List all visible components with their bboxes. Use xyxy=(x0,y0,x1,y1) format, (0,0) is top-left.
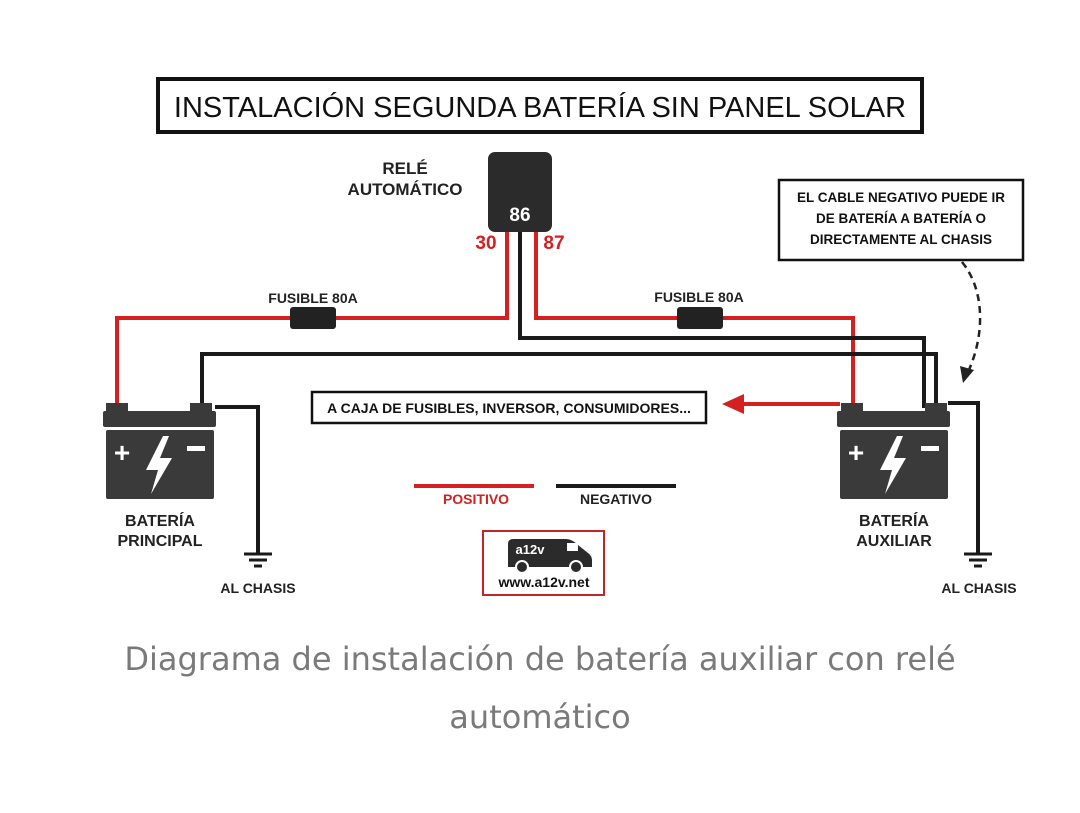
note-line1: EL CABLE NEGATIVO PUEDE IR xyxy=(797,190,1005,205)
relay-terminal-30: 30 xyxy=(475,233,496,254)
consumers-label: A CAJA DE FUSIBLES, INVERSOR, CONSUMIDOR… xyxy=(327,400,691,416)
battery-aux-label-line1: BATERÍA xyxy=(859,511,929,530)
svg-text:+: + xyxy=(114,437,130,468)
logo-brand: a12v xyxy=(516,542,546,557)
positive-wires xyxy=(115,229,855,408)
ground-right-label: AL CHASIS xyxy=(941,580,1016,596)
relay-terminal-86: 86 xyxy=(509,205,530,226)
battery-main-label-line2: PRINCIPAL xyxy=(117,533,202,550)
caption-line2: automático xyxy=(449,698,631,736)
ground-icon-right xyxy=(964,552,992,568)
wiring-diagram: INSTALACIÓN SEGUNDA BATERÍA SIN PANEL SO… xyxy=(103,77,1025,596)
note-line3: DIRECTAMENTE AL CHASIS xyxy=(810,232,992,247)
ground-icon-left xyxy=(244,552,272,568)
ground-left-label: AL CHASIS xyxy=(220,580,295,596)
fuse-right xyxy=(677,307,723,329)
battery-aux-label-line2: AUXILIAR xyxy=(856,533,932,550)
note-dashed-arrow xyxy=(961,261,982,373)
negative-wires xyxy=(200,229,980,553)
battery-main-label-line1: BATERÍA xyxy=(125,511,195,530)
consumers-box xyxy=(310,390,708,425)
diagram-title: INSTALACIÓN SEGUNDA BATERÍA SIN PANEL SO… xyxy=(174,91,906,124)
svg-text:+: + xyxy=(848,437,864,468)
note-box xyxy=(777,178,1025,262)
title-box xyxy=(156,77,924,134)
legend-positive-label: POSITIVO xyxy=(443,491,509,507)
note-arrow-head xyxy=(960,366,974,383)
figure-caption: Diagrama de instalación de batería auxil… xyxy=(60,630,1020,746)
relay-terminal-87: 87 xyxy=(543,233,564,254)
relay-label-line2: AUTOMÁTICO xyxy=(348,180,463,199)
caption-line1: Diagrama de instalación de batería auxil… xyxy=(124,640,956,678)
battery-aux: + xyxy=(837,403,950,499)
fuse-right-label: FUSIBLE 80A xyxy=(654,289,743,305)
fuse-left xyxy=(290,307,336,329)
arrow-to-consumers xyxy=(722,394,744,414)
fuse-left-label: FUSIBLE 80A xyxy=(268,290,357,306)
battery-main: + xyxy=(103,403,216,499)
legend-negative-label: NEGATIVO xyxy=(580,491,652,507)
logo-url: www.a12v.net xyxy=(497,574,589,590)
note-line2: DE BATERÍA A BATERÍA O xyxy=(816,211,986,226)
relay-label-line1: RELÉ xyxy=(382,159,427,178)
relay-box xyxy=(488,152,552,232)
a12v-logo: a12v www.a12v.net xyxy=(482,530,605,596)
